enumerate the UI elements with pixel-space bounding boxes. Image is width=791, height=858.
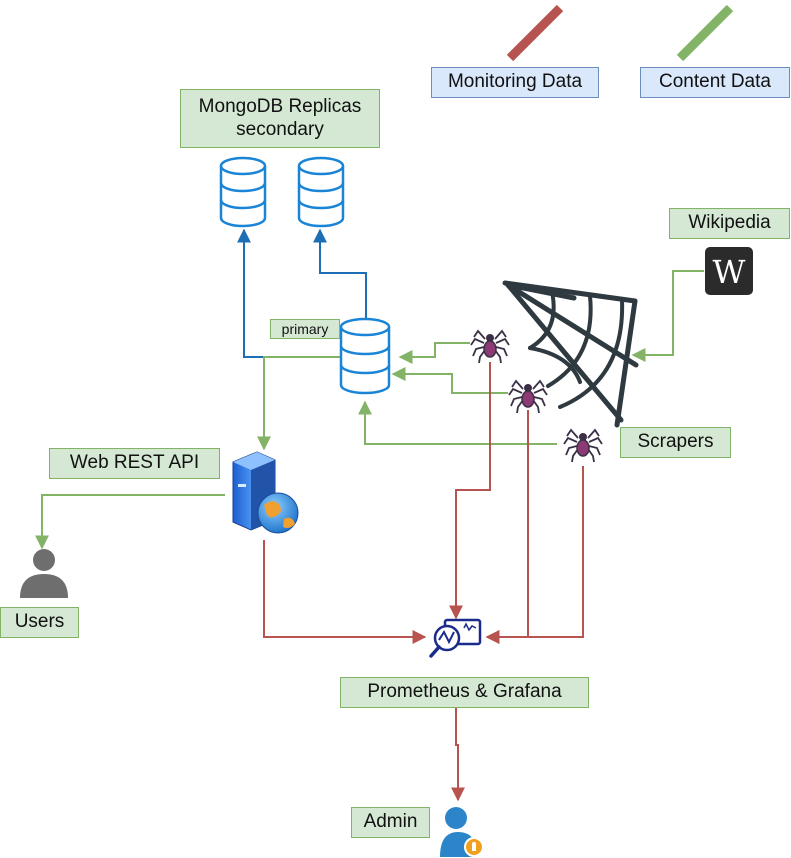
svg-text:W: W: [713, 253, 746, 291]
content-edges: [35, 270, 704, 550]
database-icon: [339, 317, 391, 395]
monitoring-edges: [263, 362, 584, 802]
admin-key-icon: [440, 807, 484, 857]
legend-monitoring-label: Monitoring Data: [431, 67, 599, 98]
primary-label: primary: [270, 319, 340, 339]
database-icon: [219, 156, 267, 228]
mongodb-secondary-subtitle: secondary: [236, 118, 324, 140]
users-label: Users: [0, 607, 79, 638]
spider-icon: [470, 329, 510, 364]
monitoring-icon: [429, 618, 482, 658]
spider-web-icon: [502, 280, 639, 428]
admin-label: Admin: [351, 807, 430, 838]
mongodb-replicas-label: MongoDB Replicas secondary: [180, 89, 380, 148]
database-icon: [297, 156, 345, 228]
scrapers-label: Scrapers: [620, 427, 731, 458]
user-icon: [20, 549, 68, 598]
spider-icon: [563, 428, 603, 463]
wikipedia-logo: W: [705, 247, 753, 295]
prometheus-grafana-label: Prometheus & Grafana: [340, 677, 589, 708]
web-server-icon: [232, 451, 299, 534]
mongodb-replicas-title: MongoDB Replicas: [198, 95, 362, 117]
web-rest-api-label: Web REST API: [49, 448, 220, 479]
legend-content-label: Content Data: [640, 67, 790, 98]
spider-icon: [508, 379, 548, 414]
legend-monitoring-line: [506, 4, 564, 62]
wikipedia-label: Wikipedia: [669, 208, 790, 239]
legend-content-line: [676, 4, 734, 62]
